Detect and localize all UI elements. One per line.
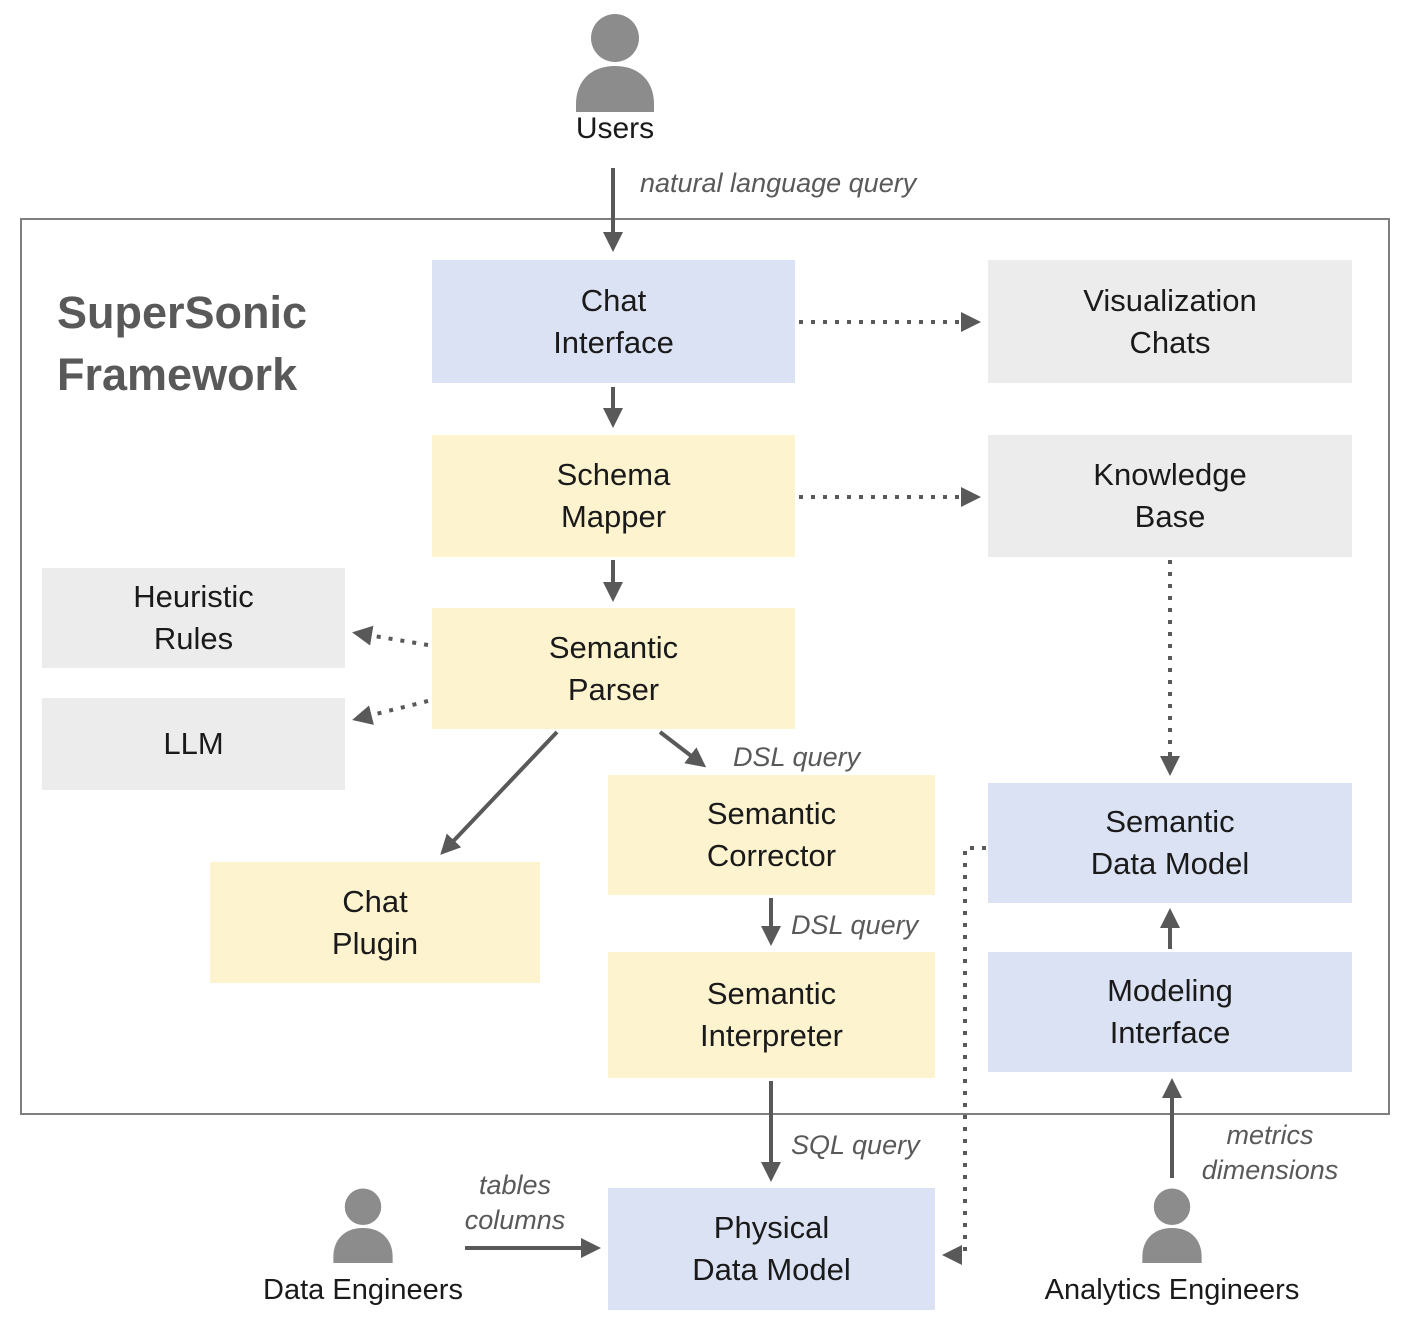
node-semantic-interpreter: Semantic Interpreter: [608, 952, 935, 1078]
node-heuristic-rules: Heuristic Rules: [42, 568, 345, 668]
users-label: Users: [575, 112, 655, 145]
analytics-engineers-label: Analytics Engineers: [1044, 1274, 1300, 1306]
node-semantic-parser: Semantic Parser: [432, 608, 795, 729]
data-engineers-label: Data Engineers: [263, 1274, 463, 1306]
node-semantic-corrector: Semantic Corrector: [608, 775, 935, 895]
diagram-title: SuperSonic Framework: [57, 287, 308, 401]
edge-label-natural-language-query: natural language query: [640, 168, 917, 198]
framework-boundary: [20, 218, 1390, 1115]
node-chat-plugin: Chat Plugin: [210, 862, 540, 983]
data-engineers-icon: [325, 1185, 401, 1265]
edge-label-sql-query: SQL query: [791, 1130, 920, 1160]
node-schema-mapper: Schema Mapper: [432, 435, 795, 557]
edge-label-metrics-dimensions: metrics dimensions: [1201, 1120, 1339, 1186]
node-physical-data-model: Physical Data Model: [608, 1188, 935, 1310]
edge-label-tables-columns: tables columns: [464, 1170, 566, 1236]
analytics-engineers-icon: [1134, 1185, 1210, 1265]
node-chat-interface: Chat Interface: [432, 260, 795, 383]
node-modeling-interface: Modeling Interface: [988, 952, 1352, 1072]
node-llm: LLM: [42, 698, 345, 790]
node-visualization-chats: Visualization Chats: [988, 260, 1352, 383]
node-knowledge-base: Knowledge Base: [988, 435, 1352, 557]
edge-label-dsl-query-1: DSL query: [733, 742, 861, 772]
node-semantic-data-model: Semantic Data Model: [988, 783, 1352, 903]
users-icon: [565, 12, 665, 112]
edge-label-dsl-query-2: DSL query: [791, 910, 919, 940]
